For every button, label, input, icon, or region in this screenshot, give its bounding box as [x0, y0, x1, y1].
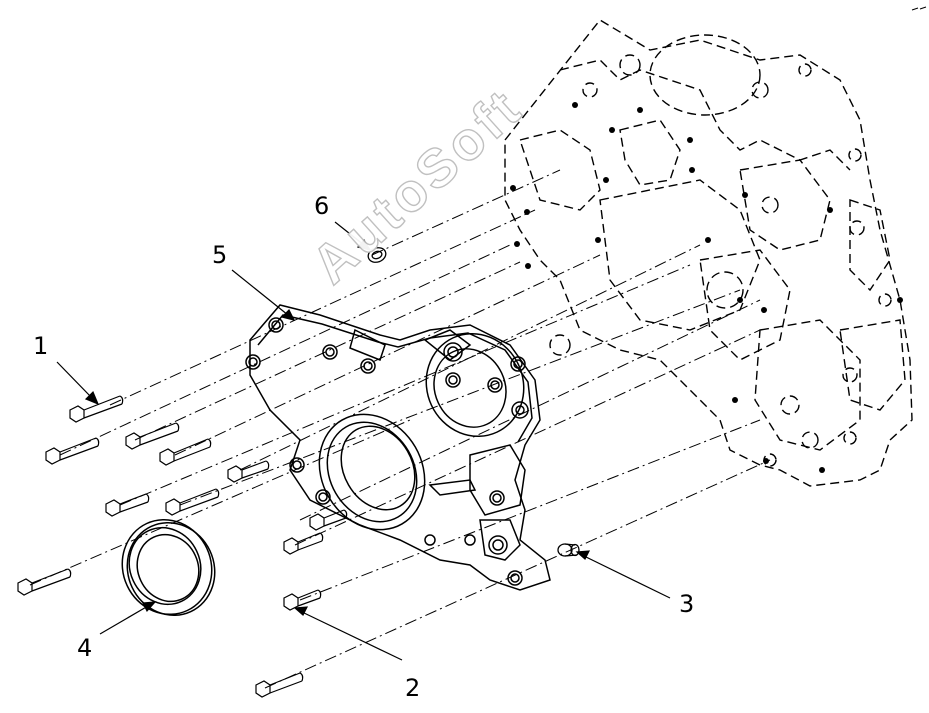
bolt-row3-a	[159, 438, 212, 466]
bolt-row9	[255, 672, 304, 698]
callout-3: 3	[679, 590, 695, 618]
bolt-row2-a	[45, 437, 100, 465]
callout-2: 2	[405, 674, 421, 702]
bolt-row2-b	[125, 422, 180, 450]
assembly-lines	[29, 169, 771, 689]
leader-5-arrow	[280, 308, 296, 321]
bolt-1	[69, 395, 124, 423]
oil-seal	[121, 518, 216, 617]
bolt-2	[283, 589, 322, 611]
gear-cover-housing	[245, 304, 551, 591]
leader-4-arrow	[142, 601, 157, 613]
leader-6-arrow	[356, 238, 372, 251]
bolt-row4-a	[105, 493, 150, 517]
bolt-row4-b	[165, 488, 220, 516]
corner-mark	[911, 6, 927, 11]
engine-block	[504, 19, 913, 487]
callout-4: 4	[77, 634, 93, 662]
leader-4	[99, 605, 149, 635]
bolt-row6	[283, 532, 324, 555]
leader-2-arrow	[293, 606, 309, 616]
bolt-row3-b	[227, 460, 270, 483]
leader-2	[301, 611, 403, 661]
leader-3-arrow	[575, 550, 591, 560]
bolt-row7	[17, 568, 72, 596]
block-bolt-holes	[510, 102, 903, 473]
bolt-row5	[309, 509, 348, 531]
leader-3	[583, 555, 671, 599]
o-ring	[367, 247, 387, 263]
leader-lines	[56, 221, 671, 661]
leader-1-arrow	[84, 390, 100, 406]
leader-5	[231, 269, 289, 316]
bolts	[17, 395, 348, 698]
leader-1	[56, 361, 93, 399]
dowel-pin	[557, 543, 580, 557]
leader-6	[334, 221, 365, 246]
callout-6: 6	[314, 192, 330, 220]
callout-1: 1	[33, 332, 49, 360]
callout-5: 5	[212, 241, 228, 269]
